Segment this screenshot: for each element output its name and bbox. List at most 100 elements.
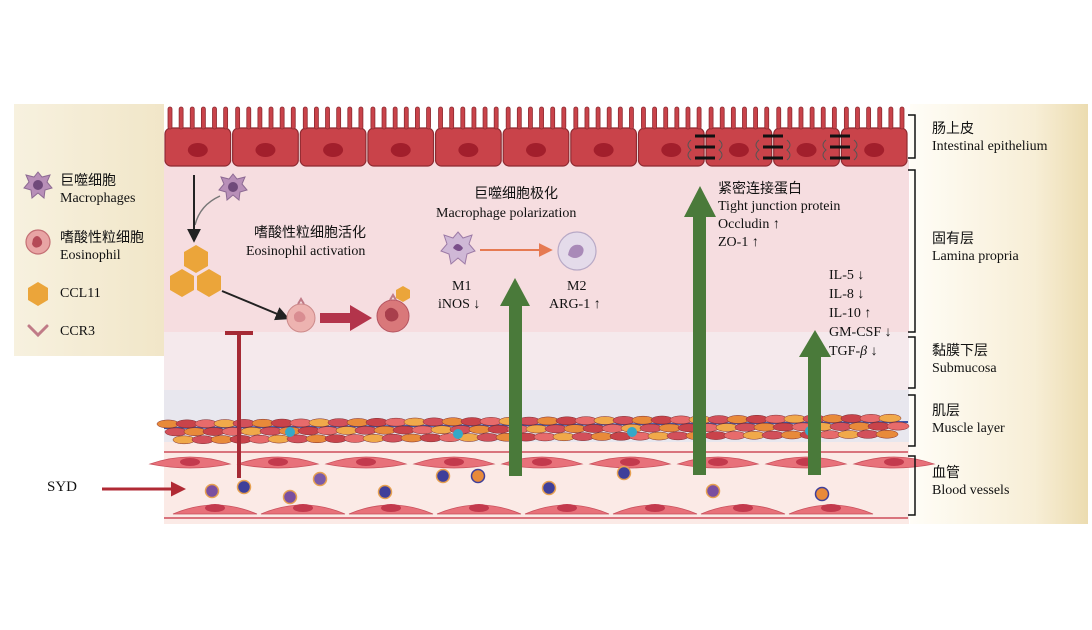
muscle-cell	[753, 422, 777, 432]
green-arrow-macrophage	[500, 278, 530, 476]
muscle-cell	[403, 417, 427, 427]
legend-macrophage-icon	[23, 171, 53, 199]
muscle-cell	[848, 422, 872, 431]
muscle-cell	[783, 414, 807, 424]
lamina-propria-layer	[164, 160, 909, 332]
muscle-cell	[627, 427, 637, 437]
muscle-cell	[354, 426, 378, 435]
tgfb-prefix: TGF-	[829, 344, 861, 359]
muscle-cell	[400, 433, 424, 443]
muscle-cell	[666, 431, 690, 441]
m1-macrophage	[440, 231, 476, 265]
m2-marker: ARG-1 ↑	[549, 297, 601, 312]
muscle-cell	[251, 418, 275, 428]
muscle-cell	[285, 427, 295, 437]
eosinophil-activated	[376, 286, 410, 333]
muscle-cell	[525, 424, 549, 434]
muscle-cell	[430, 425, 454, 435]
muscle-cell	[346, 418, 370, 427]
blood-cell	[236, 479, 252, 495]
epithelial-cell	[434, 106, 502, 167]
muscle-cell	[270, 418, 294, 428]
layer-label-panel	[910, 104, 1088, 524]
blood-cell	[705, 483, 721, 499]
muscle-cell	[476, 433, 500, 442]
green-arrow-tight-junction	[684, 186, 716, 475]
muscle-cell	[707, 415, 731, 424]
gmcsf-label: GM-CSF ↓	[829, 325, 892, 340]
muscle-cell	[590, 432, 614, 441]
eos-activation-en: Eosinophil activation	[246, 244, 366, 259]
muscle-cell	[856, 430, 880, 439]
macrophage-cell	[218, 173, 248, 201]
muscle-cell	[156, 419, 180, 429]
muscle-cell	[365, 418, 389, 427]
blood-cell	[814, 486, 830, 502]
macrophage-secretion-line	[194, 195, 221, 226]
muscle-cell	[240, 427, 264, 436]
muscle-cell	[764, 414, 788, 424]
legend-eosinophil-zh: 嗜酸性粒细胞	[60, 230, 144, 246]
il5-label: IL-5 ↓	[829, 268, 865, 283]
muscle-cell	[593, 416, 617, 425]
blood-cell	[204, 483, 220, 499]
tight-junction-en: Tight junction protein	[718, 199, 841, 214]
muscle-cell	[327, 418, 351, 427]
muscle-cell	[232, 419, 256, 428]
muscle-cell	[761, 430, 785, 440]
epithelial-cell	[299, 106, 367, 167]
muscle-cell	[658, 423, 682, 433]
muscle-cell	[650, 415, 674, 425]
layer-lamina-zh: 固有层	[932, 231, 974, 247]
muscle-cell	[289, 418, 313, 428]
tgfb-greek: β	[860, 344, 868, 359]
muscle-cell	[373, 425, 397, 435]
muscle-cell	[308, 418, 332, 428]
muscle-cell	[601, 424, 625, 433]
muscle-cell	[574, 416, 598, 425]
muscle-cell	[191, 435, 215, 444]
muscle-cell	[172, 435, 196, 445]
muscle-cell	[335, 426, 359, 435]
muscle-cell	[210, 435, 234, 444]
muscle-cell	[544, 424, 568, 434]
muscle-cell	[384, 417, 408, 427]
blood-cell	[377, 484, 393, 500]
muscle-cell	[533, 432, 557, 442]
muscle-cell	[734, 423, 758, 432]
muscle-cell	[555, 416, 579, 426]
epithelial-cell	[840, 106, 908, 167]
m1-label: M1	[452, 279, 472, 294]
layer-brackets	[908, 114, 916, 516]
eos-activation-zh: 嗜酸性粒细胞活化	[254, 225, 366, 241]
eosinophil-activation-arrow	[320, 305, 372, 331]
muscle-cell	[669, 415, 693, 425]
tgfb-suffix: ↓	[867, 344, 878, 359]
muscle-cell	[772, 422, 796, 432]
intestinal-epithelium	[164, 106, 908, 167]
il8-label: IL-8 ↓	[829, 287, 865, 302]
epithelial-cell	[570, 106, 638, 167]
m2-macrophage	[557, 231, 597, 271]
muscle-cell	[612, 416, 636, 425]
epithelial-cell	[164, 106, 232, 167]
muscle-cell	[582, 424, 606, 433]
epithelial-cell	[773, 106, 840, 167]
blood-cell	[616, 465, 632, 481]
muscle-cell	[381, 433, 405, 443]
muscle-cell	[422, 417, 446, 427]
muscle-cell	[248, 434, 272, 444]
muscle-cell	[745, 415, 769, 424]
legend-ccr3-icon	[27, 324, 49, 338]
layer-blood-en: Blood vessels	[932, 483, 1010, 498]
muscle-cell	[715, 423, 739, 432]
muscle-cell	[829, 422, 853, 431]
muscle-cell	[460, 417, 484, 426]
muscle-cell	[453, 429, 463, 439]
muscle-cell	[837, 430, 861, 439]
muscle-cell	[867, 422, 891, 431]
zo1-label: ZO-1 ↑	[718, 235, 759, 250]
muscle-cell	[571, 432, 595, 441]
epithelial-cell	[502, 106, 570, 167]
